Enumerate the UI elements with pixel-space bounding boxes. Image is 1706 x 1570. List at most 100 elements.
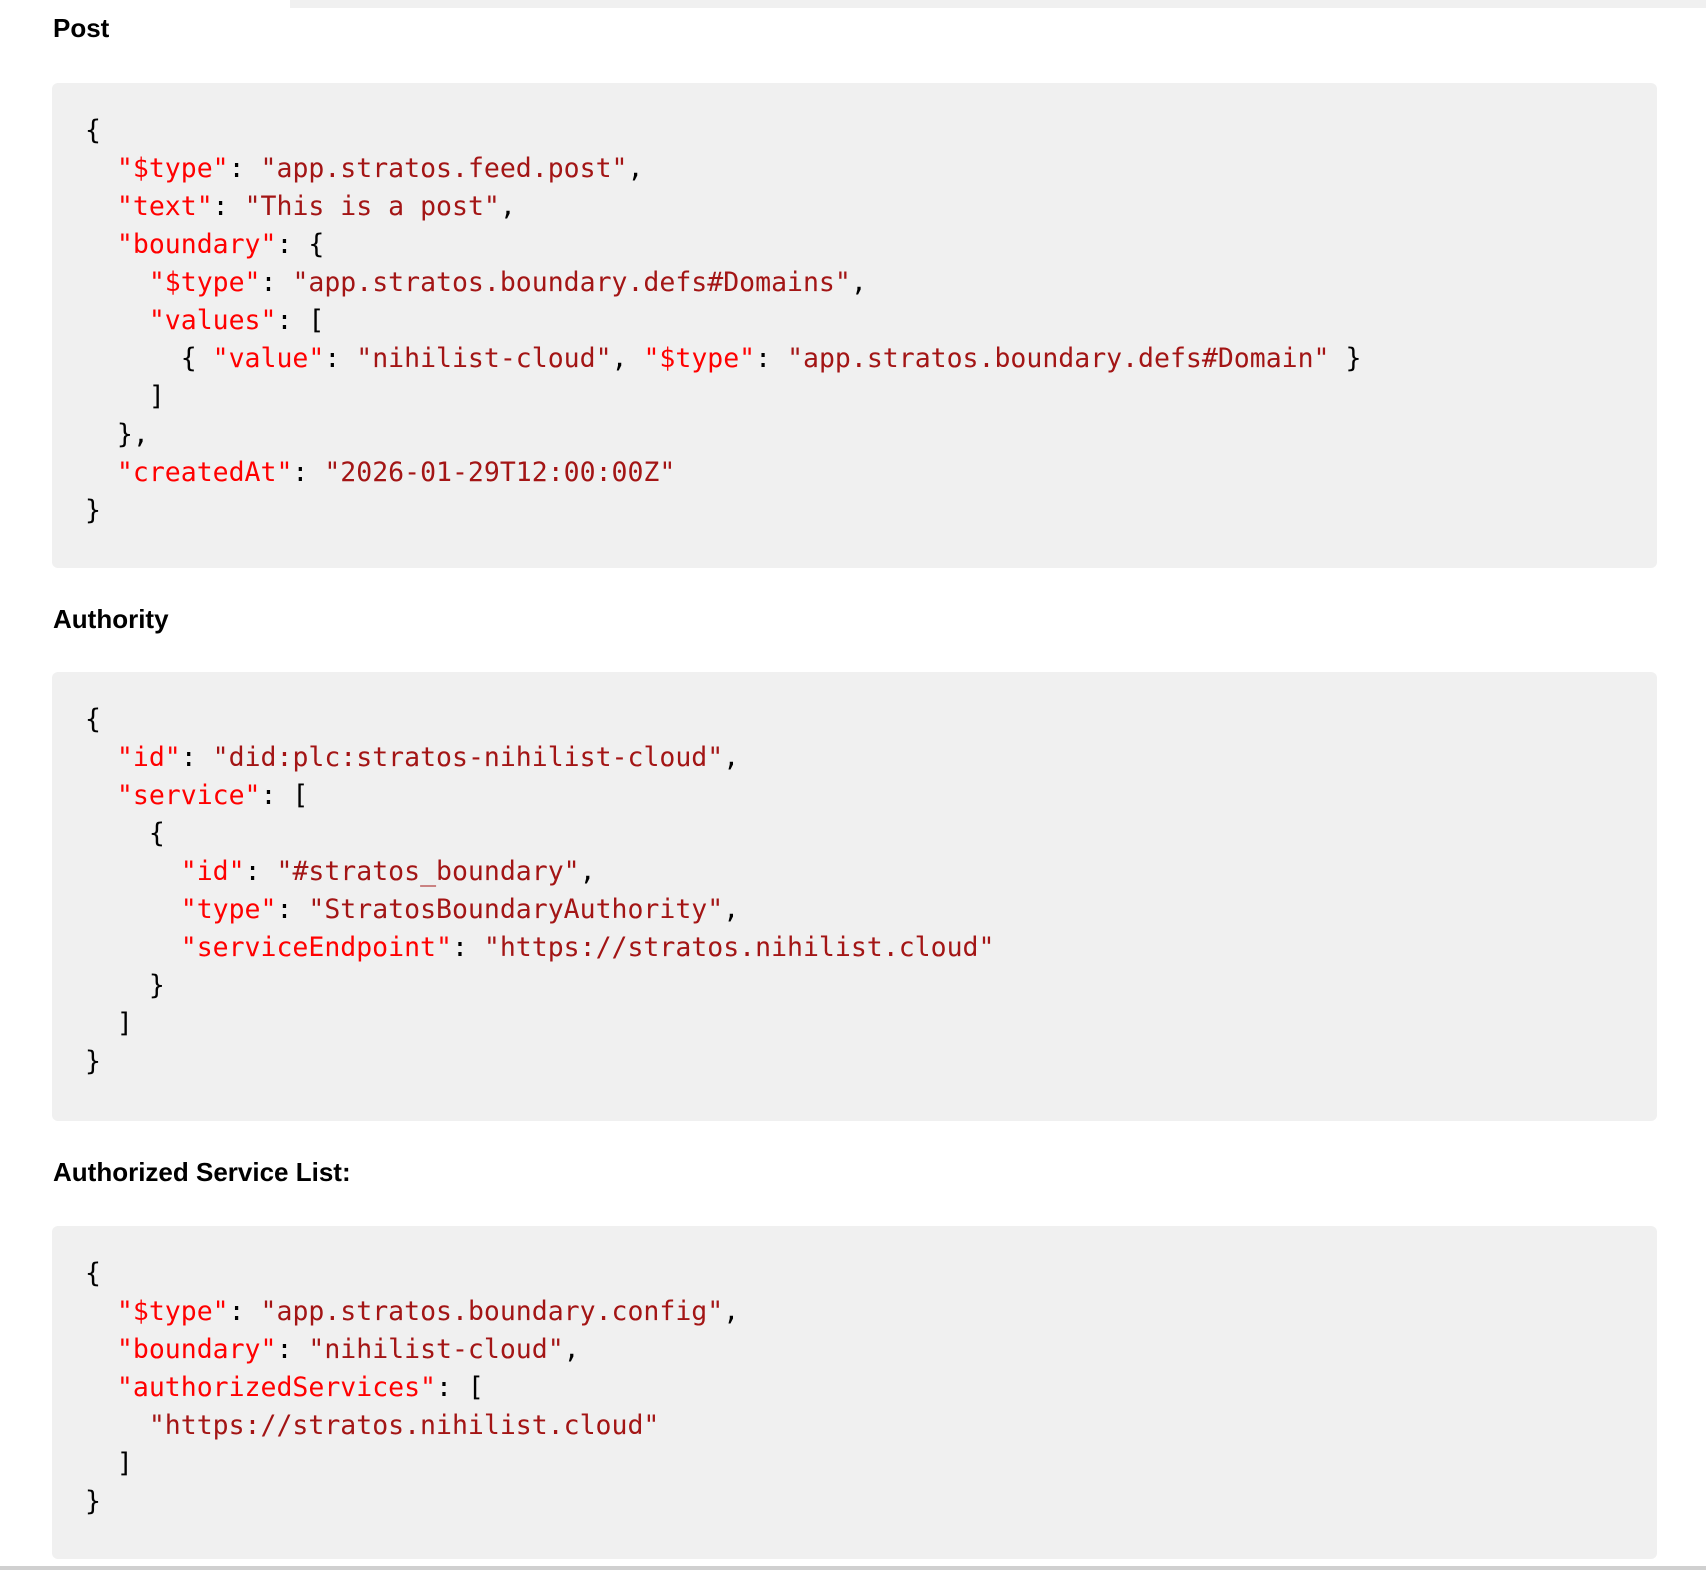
json-punctuation: : [228, 1296, 261, 1327]
json-string: "This is a post" [244, 191, 500, 222]
code-line: "serviceEndpoint": "https://stratos.nihi… [85, 929, 1657, 967]
section-heading-authority: Authority [53, 604, 169, 634]
json-punctuation: , [563, 1334, 580, 1365]
json-punctuation: : [292, 457, 325, 488]
code-line: } [85, 492, 1657, 530]
code-line: { [85, 815, 1657, 853]
json-punctuation: : [451, 932, 484, 963]
code-block-authorized-service-list: { "$type": "app.stratos.boundary.config"… [52, 1226, 1657, 1559]
json-string: "StratosBoundaryAuthority" [308, 894, 724, 925]
json-key: "boundary" [116, 1334, 277, 1365]
json-punctuation: : [276, 1334, 309, 1365]
code-line: "values": [ [85, 302, 1657, 340]
json-string: "nihilist-cloud" [356, 343, 612, 374]
bottom-divider [0, 1566, 1706, 1570]
json-key: "type" [180, 894, 277, 925]
json-key: "id" [180, 856, 245, 887]
json-punctuation [85, 305, 149, 336]
code-line: ] [85, 1005, 1657, 1043]
code-line: "id": "#stratos_boundary", [85, 853, 1657, 891]
json-punctuation: , [579, 856, 596, 887]
json-punctuation: , [850, 267, 867, 298]
json-key: "$type" [116, 153, 229, 184]
json-key: "boundary" [116, 229, 277, 260]
json-punctuation [85, 153, 117, 184]
json-punctuation [85, 1372, 117, 1403]
json-punctuation: : [ [436, 1372, 484, 1403]
json-key: "value" [212, 343, 325, 374]
code-line: "$type": "app.stratos.feed.post", [85, 150, 1657, 188]
code-line: "authorizedServices": [ [85, 1369, 1657, 1407]
code-line: "https://stratos.nihilist.cloud" [85, 1407, 1657, 1445]
json-key: "text" [116, 191, 213, 222]
json-punctuation: } [85, 495, 101, 526]
json-key: "service" [116, 780, 261, 811]
json-punctuation: : [276, 894, 309, 925]
json-punctuation: : [ [276, 305, 325, 336]
json-punctuation: ] [85, 1008, 133, 1039]
json-punctuation: , [627, 153, 644, 184]
json-string: "app.stratos.feed.post" [260, 153, 628, 184]
code-line: "id": "did:plc:stratos-nihilist-cloud", [85, 739, 1657, 777]
json-string: "#stratos_boundary" [276, 856, 580, 887]
json-punctuation: { [85, 1258, 101, 1289]
json-punctuation: : [228, 153, 261, 184]
code-line: "$type": "app.stratos.boundary.config", [85, 1293, 1657, 1331]
section-heading-authorized-service-list: Authorized Service List: [53, 1157, 351, 1187]
json-string: "app.stratos.boundary.config" [260, 1296, 724, 1327]
top-bar [290, 0, 1706, 8]
code-line: } [85, 967, 1657, 1005]
json-string: "nihilist-cloud" [308, 1334, 564, 1365]
json-key: "authorizedServices" [116, 1372, 437, 1403]
code-line: "service": [ [85, 777, 1657, 815]
json-punctuation: : { [276, 229, 325, 260]
code-line: "type": "StratosBoundaryAuthority", [85, 891, 1657, 929]
json-key: "id" [116, 742, 181, 773]
json-key: "$type" [116, 1296, 229, 1327]
json-string: "app.stratos.boundary.defs#Domain" [787, 343, 1330, 374]
json-punctuation: , [723, 742, 740, 773]
json-punctuation [85, 780, 117, 811]
json-string: "app.stratos.boundary.defs#Domains" [292, 267, 851, 298]
json-punctuation: : [ [260, 780, 309, 811]
json-punctuation: } [1329, 343, 1362, 374]
json-punctuation: ] [85, 381, 165, 412]
json-key: "values" [148, 305, 277, 336]
json-key: "serviceEndpoint" [180, 932, 452, 963]
code-line: "$type": "app.stratos.boundary.defs#Doma… [85, 264, 1657, 302]
json-punctuation: ] [85, 1448, 133, 1479]
json-punctuation: : [180, 742, 213, 773]
json-punctuation: { [85, 704, 101, 735]
json-key: "createdAt" [116, 457, 293, 488]
json-punctuation [85, 894, 181, 925]
code-line: { [85, 1255, 1657, 1293]
code-line: "text": "This is a post", [85, 188, 1657, 226]
code-line: "createdAt": "2026-01-29T12:00:00Z" [85, 454, 1657, 492]
code-line: ] [85, 378, 1657, 416]
json-punctuation: , [723, 1296, 740, 1327]
json-punctuation: : [260, 267, 293, 298]
json-string: "https://stratos.nihilist.cloud" [483, 932, 995, 963]
code-line: } [85, 1043, 1657, 1081]
code-line: { "value": "nihilist-cloud", "$type": "a… [85, 340, 1657, 378]
json-punctuation: , [723, 894, 740, 925]
json-string: "https://stratos.nihilist.cloud" [148, 1410, 660, 1441]
json-punctuation: }, [85, 419, 149, 450]
json-punctuation: : [324, 343, 357, 374]
json-punctuation: } [85, 970, 165, 1001]
code-line: { [85, 701, 1657, 739]
json-string: "did:plc:stratos-nihilist-cloud" [212, 742, 724, 773]
json-punctuation [85, 932, 181, 963]
json-punctuation: : [244, 856, 277, 887]
json-string: "2026-01-29T12:00:00Z" [324, 457, 676, 488]
json-key: "$type" [643, 343, 756, 374]
json-punctuation [85, 457, 117, 488]
json-punctuation [85, 1410, 149, 1441]
code-line: "boundary": "nihilist-cloud", [85, 1331, 1657, 1369]
json-punctuation [85, 1334, 117, 1365]
code-line: ] [85, 1445, 1657, 1483]
json-punctuation: } [85, 1486, 101, 1517]
json-punctuation: : [755, 343, 788, 374]
json-punctuation: { [85, 115, 101, 146]
json-punctuation: , [499, 191, 516, 222]
